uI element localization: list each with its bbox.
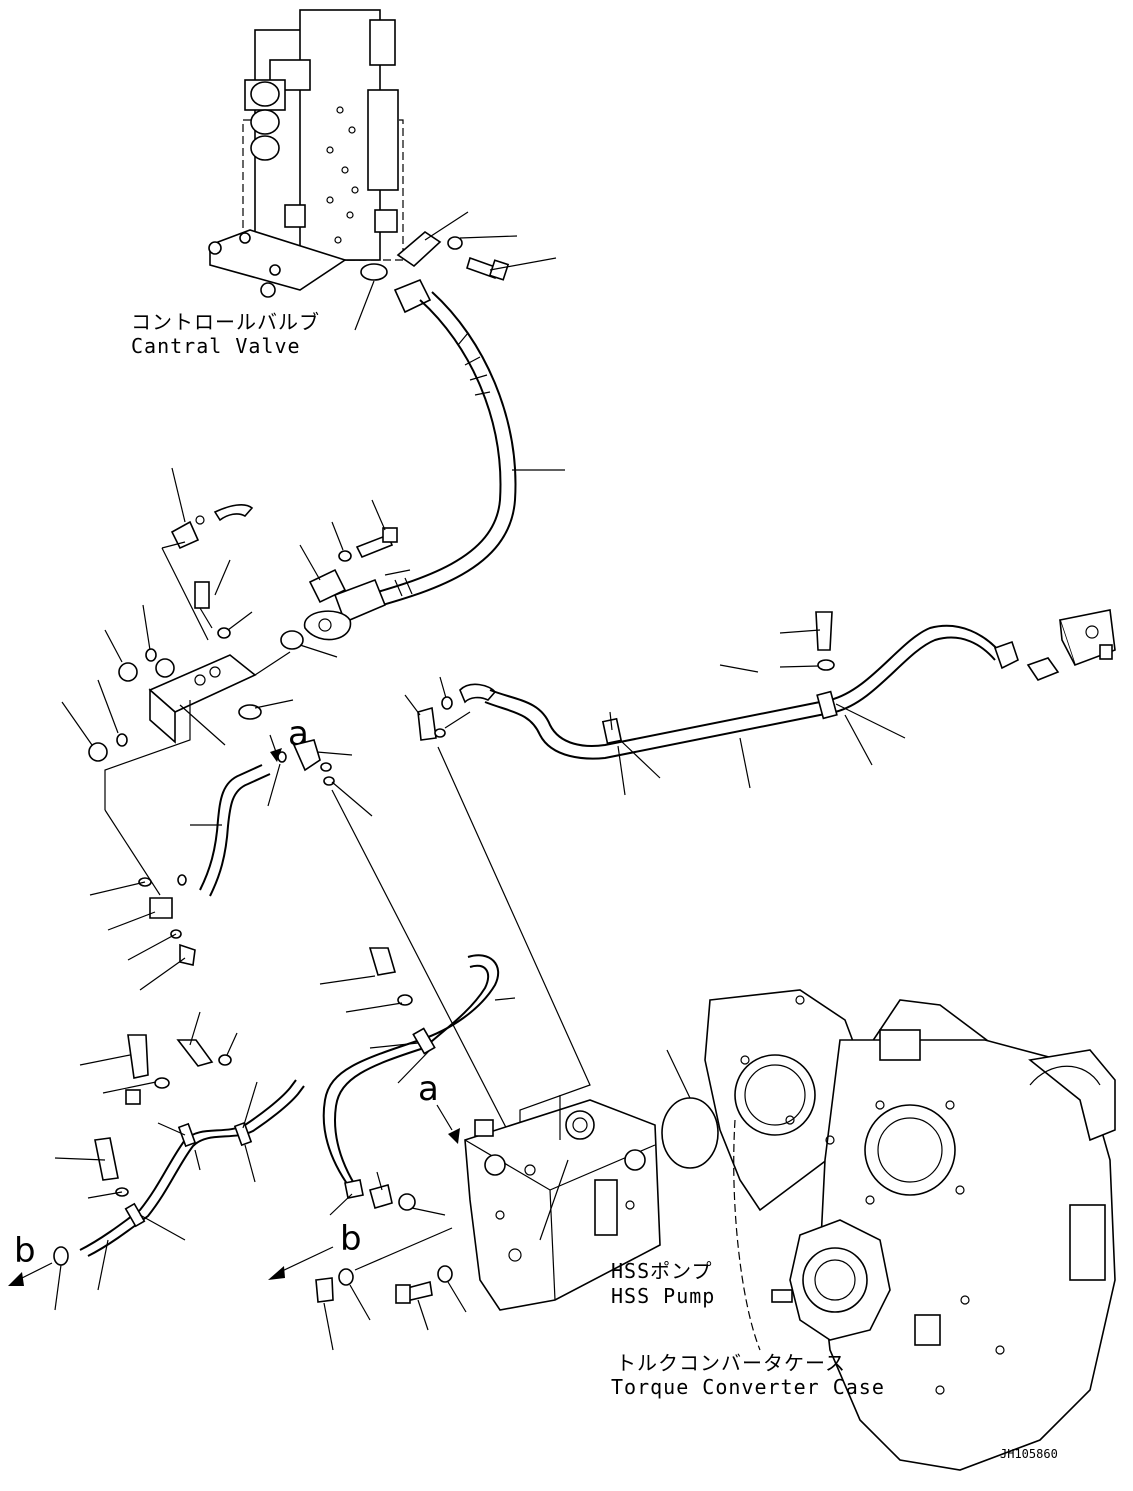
- control-valve-label-jp: コントロールバルブ: [131, 310, 320, 334]
- torque-converter-case-label-jp: トルクコンバータケース: [616, 1351, 846, 1375]
- middle-lower-hose: [319, 947, 516, 1216]
- center-fittings: [404, 676, 471, 741]
- torque-converter-case-label-en: Torque Converter Case: [611, 1375, 885, 1399]
- ref-a-bottom: a: [418, 1069, 460, 1144]
- right-pipe: [459, 609, 1116, 796]
- control-valve-o-ring: [360, 263, 388, 281]
- torque-converter-o-ring: [661, 1097, 719, 1169]
- hss-pump-label-jp: HSSポンプ: [611, 1259, 713, 1283]
- control-valve-label-en: Cantral Valve: [131, 334, 301, 358]
- hss-pump-drawing: [395, 1095, 661, 1331]
- top-flange-set: [396, 211, 557, 281]
- ref-b-right: b: [268, 1219, 453, 1351]
- control-valve-drawing: [208, 9, 404, 298]
- bottom-left-pipe: [53, 1011, 305, 1311]
- top-left-fittings: [161, 467, 254, 641]
- ref-b-left-text: b: [14, 1231, 36, 1271]
- a-fittings: [267, 739, 373, 817]
- ref-b-left: b: [8, 1231, 53, 1286]
- ref-a-bottom-text: a: [418, 1069, 439, 1109]
- mid-flange-set: [280, 499, 398, 658]
- left-manifold: [61, 559, 294, 810]
- ref-b-right-text: b: [340, 1219, 362, 1259]
- main-hose-top: [304, 278, 565, 641]
- hss-pump-label-en: HSS Pump: [611, 1284, 715, 1308]
- torque-converter-case-drawing: [704, 989, 1116, 1471]
- drawing-code: JH105860: [1000, 1447, 1058, 1461]
- left-small-pipe: [89, 764, 271, 991]
